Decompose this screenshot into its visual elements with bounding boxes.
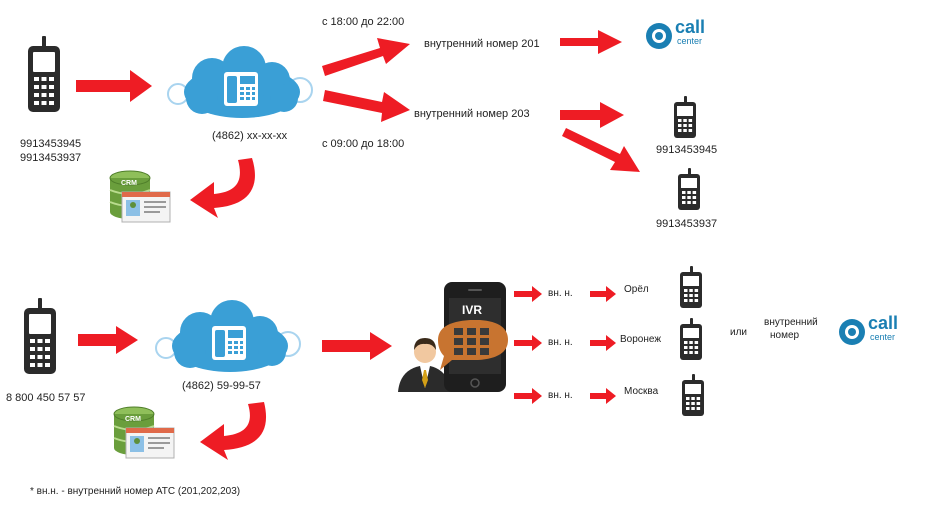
caller-mobile-icon-bottom — [24, 298, 56, 374]
arrow-cloud-to-ext203 — [323, 90, 410, 122]
arrow-ext201-to-callcenter — [560, 30, 622, 54]
ext-201-label: внутренний номер 201 — [424, 38, 540, 50]
callcenter-logo-icon-top — [646, 23, 672, 49]
crm-database-icon-bottom — [113, 406, 175, 459]
ivr-smartphone-icon — [438, 282, 508, 392]
time-evening: с 18:00 до 22:00 — [322, 16, 405, 28]
arrow-route-1-to-city — [590, 286, 616, 302]
arrow-route-2-to-city — [590, 335, 616, 351]
route-3-city: Москва — [624, 386, 659, 397]
callcenter-word-call-top: call — [675, 17, 706, 37]
crm-label-top: CRM — [121, 180, 137, 187]
route-1-city: Орёл — [624, 284, 649, 295]
route-3-ext: вн. н. — [548, 390, 573, 401]
callcenter-word-call-bottom: call — [868, 313, 899, 333]
forward-number-1: 9913453945 — [656, 144, 718, 156]
caller-number-1: 9913453945 — [20, 138, 82, 150]
arrow-mobile-to-cloud-bottom — [78, 326, 138, 354]
city-phone-icon-orel — [680, 266, 702, 308]
forward-mobile-icon-1 — [674, 96, 696, 138]
route-2-ext: вн. н. — [548, 337, 573, 348]
ext-203-label: внутренний номер 203 — [414, 108, 530, 120]
city-phone-icon-moscow — [682, 374, 704, 416]
internal-number-line1: внутренний — [764, 317, 818, 328]
callcenter-word-center-top: center — [677, 36, 703, 46]
arrow-ivr-to-route-3 — [514, 388, 542, 404]
caller-number-2: 9913453937 — [20, 152, 82, 164]
internal-number-line2: номер — [770, 330, 800, 341]
arrow-ext203-to-mobile1 — [560, 102, 624, 128]
crm-database-icon-top — [109, 170, 171, 223]
arrow-ivr-to-route-1 — [514, 286, 542, 302]
city-number-bottom: (4862) 59-99-57 — [182, 380, 261, 392]
arrow-cloud-to-crm-bottom — [200, 402, 267, 460]
arrow-cloud-to-crm-top — [190, 158, 255, 218]
arrow-cloud-to-ext201 — [322, 38, 410, 76]
arrow-cloud-to-ivr — [322, 332, 392, 360]
footnote: * вн.н. - внутренний номер АТС (201,202,… — [30, 486, 241, 497]
forward-number-2: 9913453937 — [656, 218, 718, 230]
operator-avatar-icon — [398, 338, 452, 392]
or-label: или — [730, 327, 748, 338]
route-1-ext: вн. н. — [548, 288, 573, 299]
callcenter-word-center-bottom: center — [870, 332, 896, 342]
arrow-mobile-to-cloud — [76, 70, 152, 102]
time-day: с 09:00 до 18:00 — [322, 138, 405, 150]
cloud-pbx-icon-bottom — [155, 299, 301, 373]
arrow-route-3-to-city — [590, 388, 616, 404]
crm-label-bottom: CRM — [125, 416, 141, 423]
arrow-ext203-to-mobile2 — [562, 128, 640, 172]
caller-mobile-icon — [28, 36, 60, 112]
city-phone-icon-voronezh — [680, 318, 702, 360]
forward-mobile-icon-2 — [678, 168, 700, 210]
callcenter-logo-icon-bottom — [839, 319, 865, 345]
arrow-ivr-to-route-2 — [514, 335, 542, 351]
cloud-pbx-icon — [167, 45, 313, 119]
ivr-label: IVR — [462, 303, 482, 317]
city-number-top: (4862) xx-xx-xx — [212, 130, 288, 142]
route-2-city: Воронеж — [620, 334, 662, 345]
caller-number-bottom: 8 800 450 57 57 — [6, 392, 86, 404]
